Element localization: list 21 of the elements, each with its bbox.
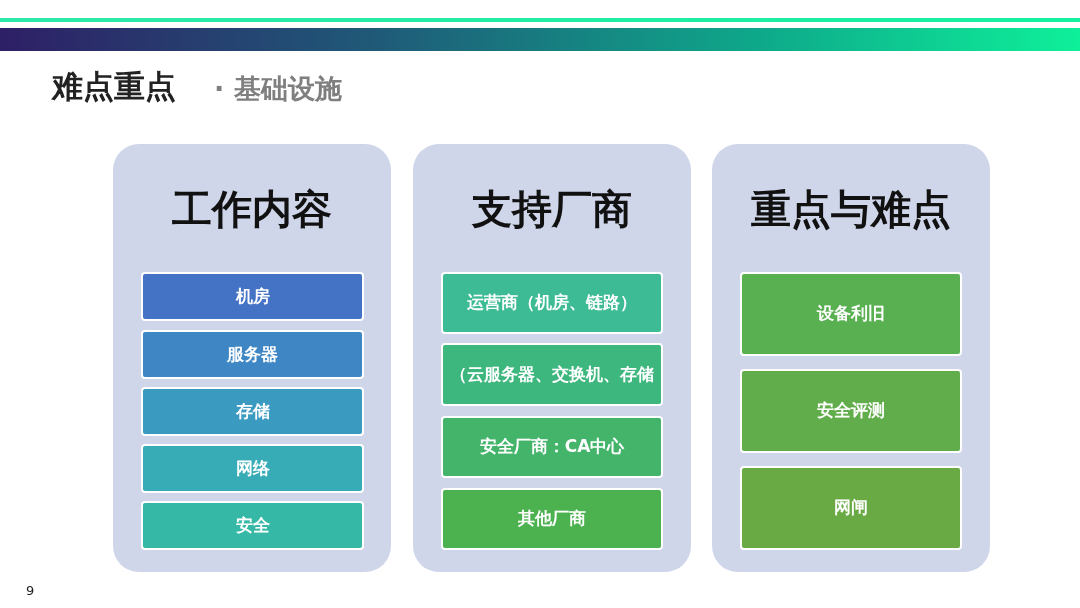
item-box: 服务器 [141,330,364,379]
item-box: 运营商（机房、链路） [441,272,663,334]
page-number: 9 [26,583,35,598]
column-panel [113,144,391,572]
item-box: 安全厂商：CA中心 [441,416,663,478]
item-box: 存储 [141,387,364,436]
item-box: 网络 [141,444,364,493]
item-box: 安全评测 [740,369,962,453]
item-box: 其他厂商 [441,488,663,550]
item-box: （云服务器、交换机、存储 [441,343,663,406]
column-panel [413,144,691,572]
column-heading: 工作内容 [171,185,333,234]
item-box: 网闸 [740,466,962,550]
page-subtitle: · 基础设施 [214,72,342,106]
item-box: 安全 [141,501,364,550]
item-box: 机房 [141,272,364,321]
page-title: 难点重点 [52,67,176,106]
column-heading: 重点与难点 [750,185,952,234]
column-panel [712,144,990,572]
item-box: 设备利旧 [740,272,962,356]
column-heading: 支持厂商 [471,185,633,234]
